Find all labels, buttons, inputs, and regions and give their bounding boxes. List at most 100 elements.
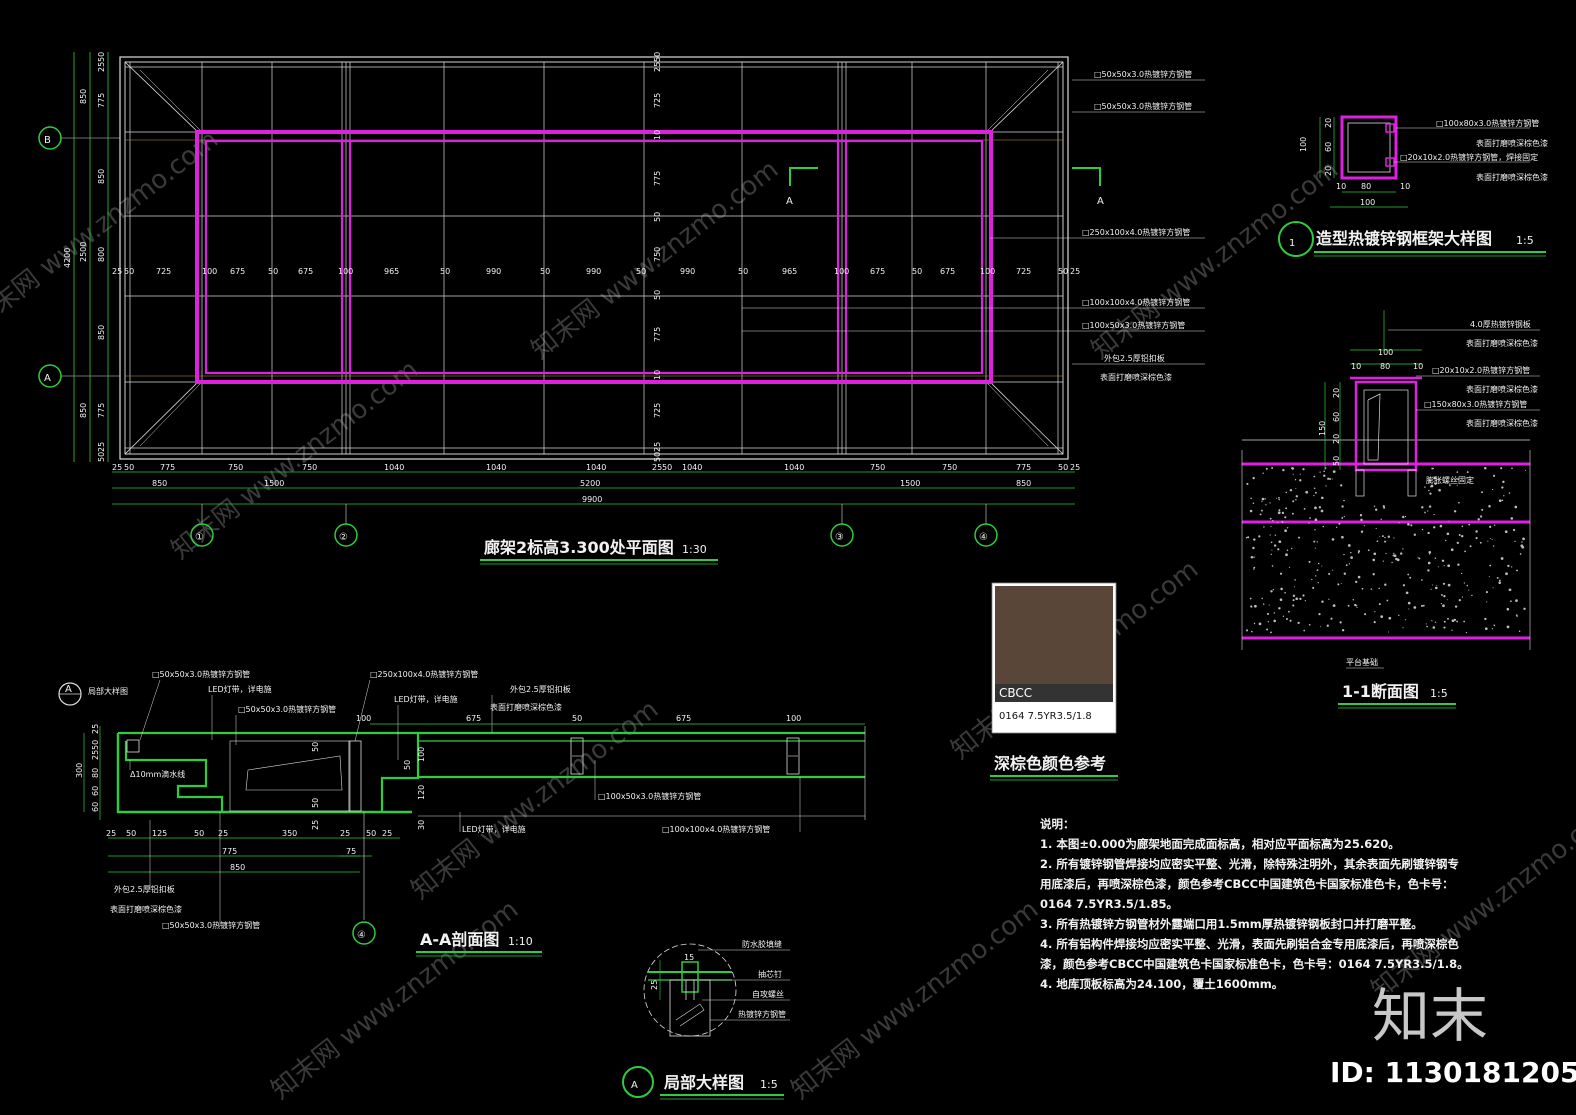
gravel-dot <box>1278 509 1281 512</box>
gravel-dot <box>1378 587 1380 590</box>
gravel-dot <box>1347 544 1351 547</box>
gravel-dot <box>1477 518 1480 521</box>
gravel-dot <box>1384 536 1386 539</box>
detailA-scale: 1:5 <box>760 1078 778 1091</box>
gravel-dot <box>1424 511 1426 514</box>
aa-dim: 25 <box>91 724 100 734</box>
s11-dim: 50 <box>1332 456 1341 466</box>
gravel-dot <box>1479 515 1483 518</box>
detail-1-frame: 10 80 10 100 100 20 60 20 □100x80x3.0热镀锌… <box>1278 115 1548 257</box>
watermark-text: 知末网 www.znzmo.com <box>1366 795 1576 1006</box>
gravel-dot <box>1493 624 1496 627</box>
gravel-dot <box>1429 479 1432 482</box>
gravel-dot <box>1375 508 1378 511</box>
gravel-dot <box>1431 620 1433 622</box>
axis-col-1: ① <box>195 532 204 543</box>
gravel-dot <box>1522 537 1525 541</box>
dimension-text: 750 <box>942 463 957 472</box>
aa-dim: 30 <box>417 820 426 830</box>
dimension-text: 1040 <box>784 463 804 472</box>
gravel-dot <box>1429 492 1432 495</box>
dimension-text: 50 <box>124 267 134 276</box>
gravel-dot <box>1469 545 1472 548</box>
gravel-dot <box>1398 614 1400 617</box>
gravel-dot <box>1506 607 1510 611</box>
gravel-dot <box>1388 616 1392 620</box>
gravel-dot <box>1486 601 1488 603</box>
gravel-dot <box>1290 547 1293 550</box>
gravel-dot <box>1373 552 1377 556</box>
gravel-dot <box>1417 557 1419 559</box>
gravel-dot <box>1297 621 1300 625</box>
gravel-dot <box>1460 534 1464 538</box>
gravel-dot <box>1331 478 1333 480</box>
gravel-dot <box>1508 492 1511 494</box>
s11-label: 表面打磨喷深棕色漆 <box>1466 384 1538 394</box>
gravel-dot <box>1515 599 1518 602</box>
gravel-dot <box>1252 502 1255 505</box>
dimension-text: 50 <box>440 267 450 276</box>
gravel-dot <box>1516 615 1518 618</box>
dimension-text: 25 <box>112 267 122 276</box>
gravel-dot <box>1465 632 1468 634</box>
gravel-dot <box>1481 508 1484 511</box>
gravel-dot <box>1421 506 1424 509</box>
gravel-dot <box>1391 561 1393 564</box>
plan-title: 廊架2标高3.300处平面图 <box>484 538 674 557</box>
gravel-dot <box>1249 597 1252 600</box>
gravel-dot <box>1259 513 1262 516</box>
gravel-dot <box>1489 525 1492 528</box>
aa-dim: 75 <box>346 847 356 856</box>
gravel-dot <box>1355 580 1358 584</box>
gravel-dot <box>1325 485 1327 487</box>
gravel-dot <box>1428 489 1430 492</box>
gravel-dot <box>1277 548 1280 551</box>
gravel-dot <box>1250 605 1253 608</box>
gravel-dot <box>1405 591 1409 595</box>
gravel-dot <box>1292 604 1295 607</box>
gravel-dot <box>1321 600 1324 603</box>
gravel-dot <box>1305 491 1309 494</box>
gravel-dot <box>1328 598 1330 600</box>
gravel-dot <box>1250 497 1252 500</box>
gravel-dot <box>1292 599 1295 602</box>
gravel-dot <box>1261 500 1263 502</box>
gravel-dot <box>1464 550 1466 553</box>
gravel-dot <box>1323 470 1326 473</box>
gravel-dot <box>1405 619 1407 621</box>
s11-dim: 20 <box>1332 434 1341 444</box>
gravel-dot <box>1388 631 1390 633</box>
gravel-dot <box>1493 524 1496 526</box>
notes-line: 0164 7.5YR3.5/1.85。 <box>1040 897 1178 911</box>
aa-detail-mark: A <box>65 684 72 695</box>
detail1-dim: 20 <box>1324 166 1333 176</box>
gravel-dot <box>1373 505 1376 507</box>
gravel-dot <box>1316 541 1318 543</box>
dimension-text: 750 <box>302 463 317 472</box>
gravel-dot <box>1308 623 1311 626</box>
gravel-dot <box>1251 630 1253 633</box>
dimension-text: 850 <box>152 479 167 488</box>
gravel-dot <box>1340 484 1343 487</box>
gravel-dot <box>1278 540 1282 544</box>
detailA-label: 热镀锌方钢管 <box>738 1009 786 1019</box>
gravel-dot <box>1341 628 1345 632</box>
gravel-dot <box>1489 537 1491 540</box>
gravel-dot <box>1408 608 1410 610</box>
plan-label: 外包2.5厚铝扣板 <box>1104 353 1165 363</box>
design-notes: 说明： 1. 本图±0.000为廊架地面完成面标高，相对应平面标高为25.620… <box>1039 817 1469 991</box>
section-1-1: 100 10 80 10 150 20 60 20 50 4.0厚热镀锌钢板 表… <box>1241 310 1540 709</box>
s11-label: 4.0厚热镀锌钢板 <box>1470 319 1531 329</box>
dimension-text: 775 <box>97 93 106 108</box>
gravel-dot <box>1484 627 1488 631</box>
dimension-text: 25 <box>97 62 106 72</box>
aa-dim: 25 <box>311 820 320 830</box>
gravel-dot <box>1273 619 1276 623</box>
aa-dim: 80 <box>91 768 100 778</box>
plan-view: A A B A 50257758508008507752550850250085… <box>38 52 1205 565</box>
gravel-dot <box>1321 496 1324 500</box>
gravel-dot <box>1491 628 1493 630</box>
gravel-dot <box>1318 612 1321 616</box>
axis-row-a: A <box>44 373 51 384</box>
gravel-dot <box>1320 626 1322 628</box>
